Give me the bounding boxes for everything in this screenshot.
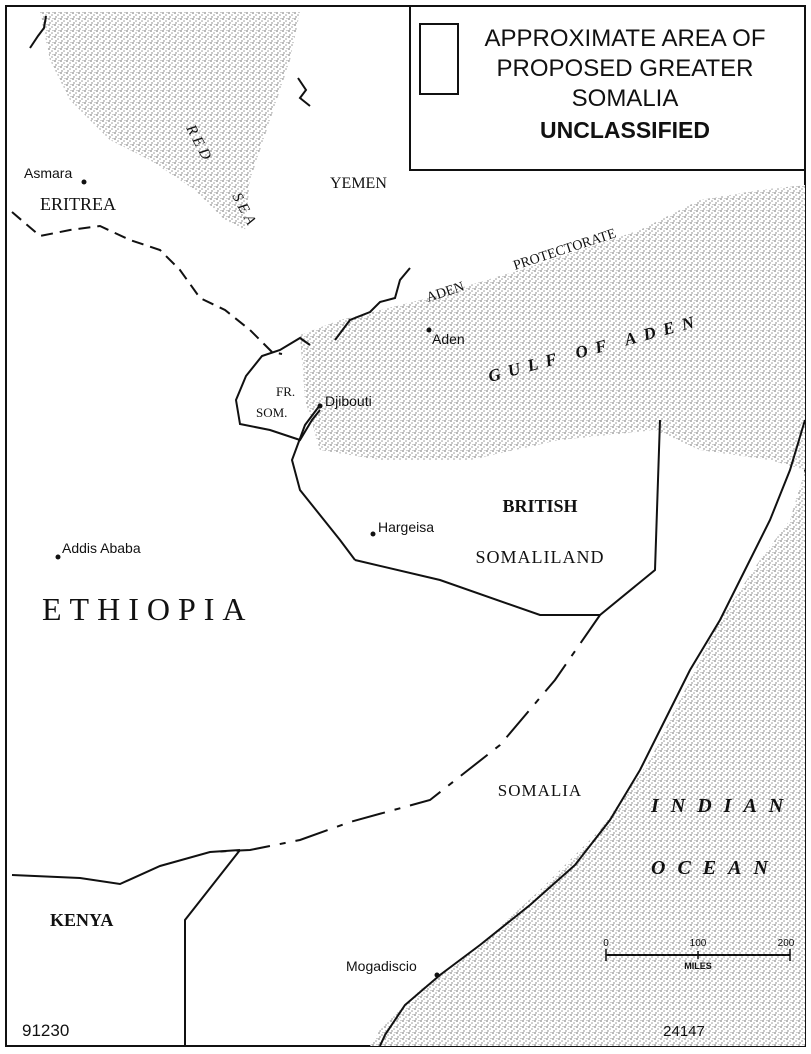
scale-tick-0: 0 bbox=[603, 938, 609, 949]
ethiopia-somalia-border bbox=[209, 614, 601, 853]
ethiopia-kenya-border bbox=[11, 849, 241, 886]
label-eritrea: ERITREA bbox=[40, 194, 116, 214]
city-asmara: Asmara bbox=[24, 165, 72, 181]
scale-unit: MILES bbox=[684, 961, 712, 971]
city-dot-aden bbox=[426, 327, 432, 333]
legend-swatch bbox=[419, 23, 459, 95]
legend-line-2: PROPOSED GREATER bbox=[497, 55, 754, 82]
label-som: SOM. bbox=[256, 405, 287, 420]
kenya-somalia-border bbox=[184, 849, 241, 1046]
label-kenya: KENYA bbox=[50, 910, 113, 930]
british-somaliland-border bbox=[354, 419, 661, 616]
city-addis-ababa: Addis Ababa bbox=[62, 540, 141, 556]
label-somaliland: SOMALILAND bbox=[476, 547, 605, 567]
label-british: BRITISH bbox=[502, 496, 577, 516]
legend-box bbox=[409, 5, 806, 171]
city-aden: Aden bbox=[432, 331, 465, 347]
arabia-coast bbox=[334, 267, 411, 341]
city-dot-hargeisa bbox=[370, 531, 376, 537]
red-sea-coast-east bbox=[297, 77, 311, 107]
red-sea-coast-west bbox=[29, 15, 47, 49]
scale-tick-100: 100 bbox=[690, 938, 707, 949]
gulf-of-aden-stipple bbox=[300, 185, 805, 470]
label-somalia: SOMALIA bbox=[498, 781, 582, 800]
city-hargeisa: Hargeisa bbox=[378, 519, 434, 535]
city-djibouti: Djibouti bbox=[325, 393, 372, 409]
city-mogadiscio: Mogadiscio bbox=[346, 958, 417, 974]
label-fr: FR. bbox=[276, 384, 295, 399]
label-indian: INDIAN bbox=[650, 795, 795, 817]
city-dot-djibouti bbox=[317, 403, 323, 409]
classification-label: UNCLASSIFIED bbox=[540, 117, 710, 143]
city-dot-addis-ababa bbox=[55, 554, 61, 560]
label-yemen: YEMEN bbox=[330, 175, 387, 192]
footer-code-right: 24147 bbox=[663, 1023, 705, 1040]
city-dot-mogadiscio bbox=[434, 972, 440, 978]
legend-line-3: SOMALIA bbox=[572, 85, 679, 112]
somalia-coast bbox=[379, 419, 806, 1047]
eritrea-ethiopia-border bbox=[11, 211, 283, 355]
scale-bar: 0 100 200 MILES bbox=[603, 938, 795, 971]
greater-somalia-coast-stipple bbox=[370, 470, 805, 1046]
label-ethiopia: ETHIOPIA bbox=[42, 591, 254, 627]
somaliland-coast bbox=[290, 404, 356, 561]
red-sea-stipple bbox=[40, 12, 300, 230]
scale-tick-200: 200 bbox=[778, 938, 795, 949]
footer-code-left: 91230 bbox=[22, 1021, 69, 1040]
label-ocean: OCEAN bbox=[651, 857, 780, 879]
city-dot-asmara bbox=[81, 179, 87, 185]
horn-coast bbox=[234, 336, 321, 442]
legend-line-1: APPROXIMATE AREA OF bbox=[485, 25, 766, 52]
